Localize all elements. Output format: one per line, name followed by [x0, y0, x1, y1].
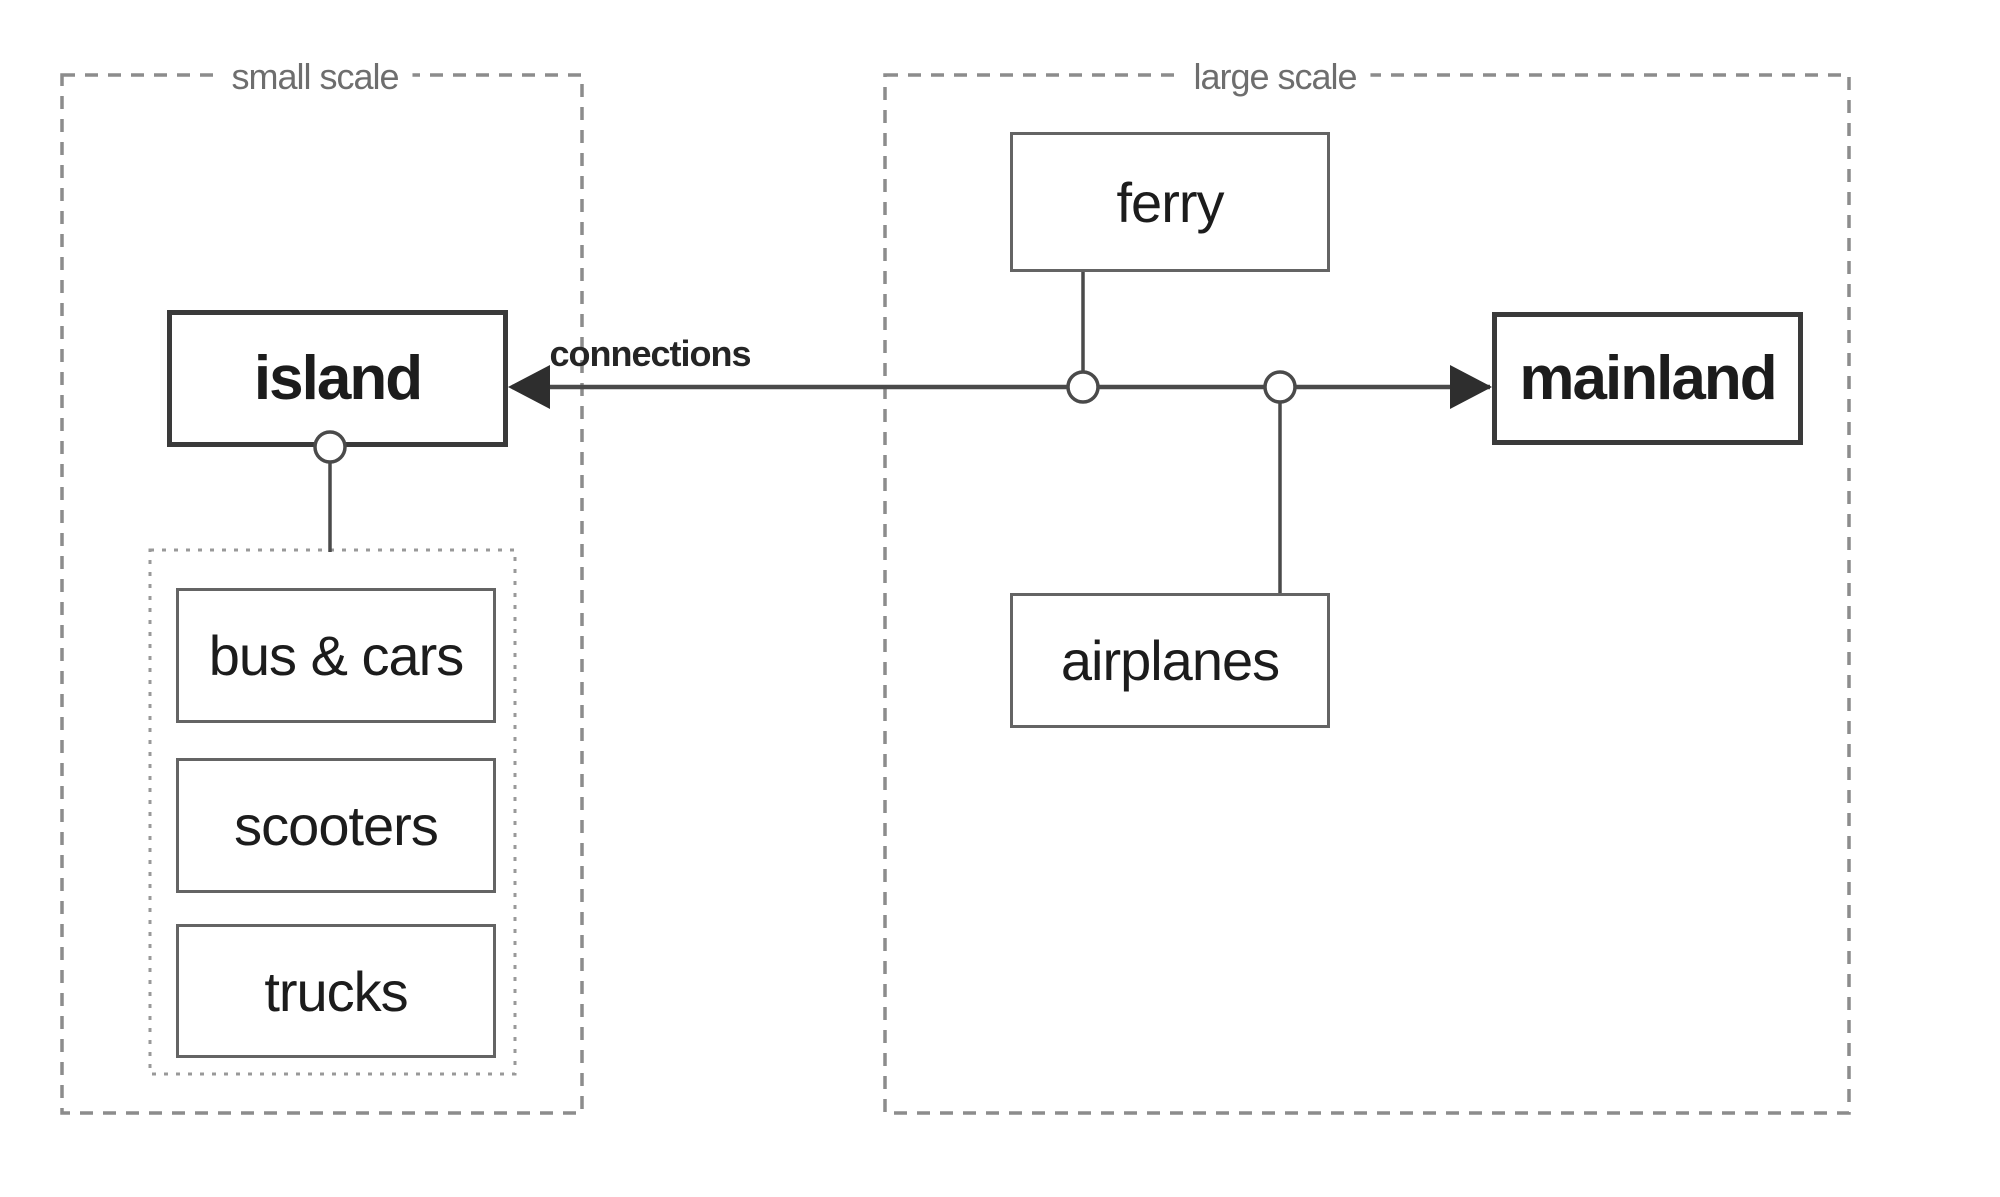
node-ferry: ferry: [1010, 132, 1330, 272]
node-trucks-label: trucks: [264, 959, 408, 1023]
connections-edge-label: connections: [549, 333, 751, 374]
node-airplanes-label: airplanes: [1060, 629, 1280, 692]
large-scale-group-label: large scale: [1179, 56, 1371, 98]
node-island: island: [167, 310, 508, 447]
node-mainland: mainland: [1492, 312, 1803, 445]
node-bus-cars: bus & cars: [176, 588, 496, 723]
node-trucks: trucks: [176, 924, 496, 1058]
node-scooters-label: scooters: [234, 794, 439, 857]
node-bus-cars-label: bus & cars: [208, 624, 465, 687]
node-scooters: scooters: [176, 758, 496, 893]
node-mainland-label: mainland: [1519, 344, 1777, 413]
node-island-label: island: [253, 344, 423, 413]
node-ferry-label: ferry: [1116, 170, 1225, 234]
small-scale-group-label: small scale: [217, 56, 413, 98]
large-scale-group-border: [883, 73, 1851, 1115]
node-airplanes: airplanes: [1010, 593, 1330, 728]
vehicles-group-border: [148, 548, 517, 1076]
